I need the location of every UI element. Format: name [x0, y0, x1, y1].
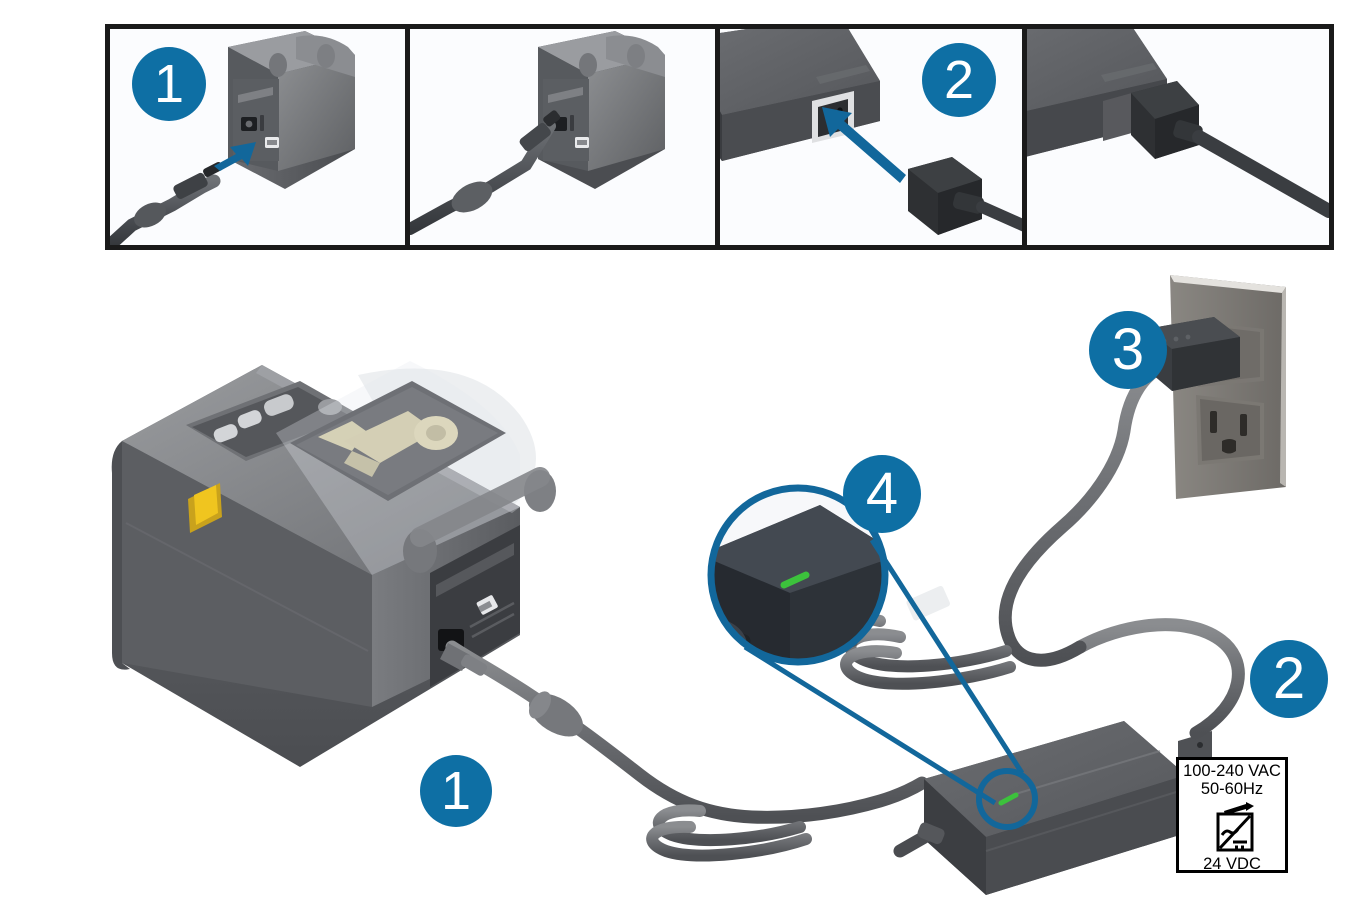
printer-rear-view — [538, 31, 665, 189]
ac-cord-connector — [908, 157, 1022, 235]
panel-ac-cord-seated — [1027, 29, 1329, 245]
badge-step-3-label: 3 — [1111, 317, 1145, 382]
duplex-wall-outlet — [1135, 275, 1286, 499]
spec-output-voltage: 24 VDC — [1203, 854, 1261, 873]
panel-insert-dc-plug: 1 — [110, 29, 410, 245]
panel-4-artwork — [1027, 29, 1329, 218]
panel-dc-plug-seated — [410, 29, 720, 245]
badge-step-1: 1 — [420, 755, 492, 827]
ferrite-bead — [528, 691, 583, 737]
badge-step-2-label: 2 — [1272, 646, 1306, 711]
magnifier-leader-lines — [743, 538, 1025, 806]
badge-panel-1: 1 — [132, 47, 206, 121]
ac-cord-connector — [1131, 81, 1329, 218]
panel-3-artwork — [720, 29, 1022, 235]
outlet-socket-bottom — [1196, 395, 1264, 465]
badge-step-2: 2 — [1250, 640, 1328, 718]
media-cover-latch — [188, 483, 222, 533]
led-highlight-circle — [976, 768, 1038, 830]
media-roll-holder — [318, 411, 458, 477]
badge-panel-1-label: 1 — [153, 54, 185, 114]
panel-1-artwork — [110, 31, 355, 245]
led-magnifier — [707, 484, 889, 666]
power-brick — [893, 721, 1212, 895]
step-filmstrip: 1 — [105, 24, 1334, 250]
insertion-arrow — [214, 142, 256, 171]
badge-panel-3: 2 — [922, 43, 996, 117]
power-supply-led — [998, 792, 1019, 806]
main-illustration: 1 2 3 4 — [0, 255, 1363, 910]
dc-barrel-plug — [110, 161, 223, 245]
spec-input-voltage: 100-240 VAC — [1183, 762, 1281, 780]
panel-insert-ac-cord: 2 — [720, 29, 1027, 245]
dc-power-cable — [440, 640, 929, 862]
main-artwork — [111, 275, 1286, 895]
spec-input-frequency: 50-60Hz — [1200, 779, 1264, 798]
ac-wall-plug — [1135, 317, 1240, 391]
badge-step-1-label: 1 — [440, 761, 472, 821]
badge-step-4-label: 4 — [865, 461, 899, 526]
printer-rear-view — [228, 31, 355, 189]
panel-2-artwork — [410, 31, 665, 235]
power-spec-label: 100-240 VAC 50-60Hz 24 VDC — [1176, 757, 1288, 873]
badge-step-3: 3 — [1089, 311, 1167, 389]
dc-cable-with-ferrite — [410, 110, 561, 235]
label-printer — [111, 361, 556, 767]
badge-panel-3-label: 2 — [943, 50, 975, 110]
badge-step-4: 4 — [843, 455, 921, 533]
insertion-arrow — [822, 107, 906, 183]
ac-to-dc-converter-icon — [1202, 801, 1262, 854]
